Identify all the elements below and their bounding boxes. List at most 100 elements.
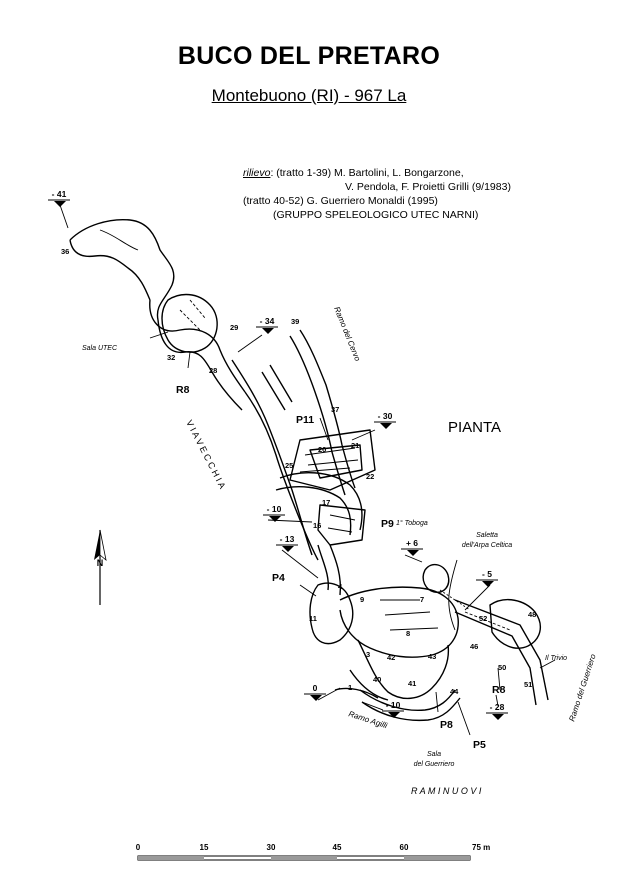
- depth-markers: - 41 - 34 - 30 - 10 - 13 + 6 - 5 0 - 10 - 28: [48, 189, 508, 720]
- leader-arrows: [59, 204, 556, 736]
- benchmark-triangle-icon: [269, 516, 281, 522]
- depth-marker: - 13: [276, 534, 298, 552]
- depth-value: - 10: [267, 504, 282, 514]
- credits-line-1: : (tratto 1-39) M. Bartolini, L. Bongarz…: [270, 167, 464, 179]
- depth-marker: - 10: [382, 700, 404, 718]
- credits-line-2: V. Pendola, F. Proietti Grilli (9/1983): [345, 181, 511, 193]
- station-number: 37: [331, 405, 339, 414]
- pit-label: P9: [381, 518, 394, 530]
- depth-marker: + 6: [401, 538, 423, 556]
- depth-value: - 28: [490, 702, 505, 712]
- place-ramo-cervo: Ramo del Cervo: [332, 305, 362, 362]
- depth-marker: - 10: [263, 504, 285, 522]
- station-number: 46: [470, 642, 478, 651]
- depth-value: + 6: [406, 538, 418, 548]
- station-number: 44: [450, 687, 459, 696]
- scale-tick-label: 30: [267, 843, 276, 852]
- station-number: 11: [309, 614, 317, 623]
- scale-tick-label: 75 m: [472, 843, 490, 852]
- scale-bar: 0 15 30 45 60 75 m: [136, 843, 490, 861]
- place-toboga: 1° Toboga: [396, 519, 428, 527]
- station-number: 16: [313, 521, 321, 530]
- station-number: 42: [387, 653, 395, 662]
- pit-label: P8: [440, 719, 453, 731]
- station-number: 29: [230, 323, 238, 332]
- station-number: 3: [366, 650, 370, 659]
- north-arrow-icon: N: [94, 529, 107, 605]
- plan-label: PIANTA: [448, 419, 501, 436]
- station-number: 8: [406, 629, 410, 638]
- scale-tick-label: 45: [333, 843, 342, 852]
- benchmark-triangle-icon: [380, 423, 392, 429]
- depth-value: - 13: [280, 534, 295, 544]
- station-number: 39: [291, 317, 299, 326]
- cave-detail-lines: [99, 229, 511, 631]
- station-number: 7: [420, 595, 424, 604]
- depth-value: - 10: [386, 700, 401, 710]
- survey-credits: rilievo: (tratto 1-39) M. Bartolini, L. …: [243, 166, 511, 222]
- benchmark-triangle-icon: [388, 712, 400, 718]
- benchmark-triangle-icon: [262, 328, 274, 334]
- station-number: 9: [360, 595, 364, 604]
- depth-value: 0: [313, 683, 318, 693]
- station-number: 21: [351, 441, 359, 450]
- depth-value: - 41: [52, 189, 67, 199]
- station-number: 41: [408, 679, 416, 688]
- place-guerriero: del Guerriero: [414, 761, 455, 768]
- map-subtitle: Montebuono (RI) - 967 La: [211, 86, 407, 105]
- north-label: N: [97, 558, 104, 568]
- credits-group: (GRUPPO SPELEOLOGICO UTEC NARNI): [273, 209, 479, 221]
- station-number: 17: [322, 498, 330, 507]
- place-rami-nuovi: R A M I N U O V I: [411, 786, 482, 796]
- depth-marker: - 28: [486, 702, 508, 720]
- benchmark-triangle-icon: [54, 201, 66, 207]
- place-arpa-celtica: dell'Arpa Celtica: [462, 542, 512, 549]
- station-number: 1: [348, 683, 352, 692]
- benchmark-triangle-icon: [492, 714, 504, 720]
- pit-label: P5: [473, 739, 486, 751]
- station-number: 20: [318, 445, 326, 454]
- scale-tick-label: 0: [136, 843, 141, 852]
- depth-marker: - 34: [256, 316, 278, 334]
- scale-tick-label: 15: [200, 843, 209, 852]
- ring-label: R8: [492, 684, 506, 696]
- station-number: 25: [285, 461, 293, 470]
- credits-line-3: (tratto 40-52) G. Guerriero Monaldi (199…: [243, 195, 438, 207]
- station-number: 4: [338, 582, 343, 591]
- station-number: 43: [428, 652, 436, 661]
- depth-marker: - 30: [374, 411, 396, 429]
- benchmark-triangle-icon: [407, 550, 419, 556]
- benchmark-triangle-icon: [310, 695, 322, 701]
- pit-label: P4: [272, 572, 285, 584]
- cave-passage-outline: [69, 218, 549, 722]
- benchmark-triangle-icon: [282, 546, 294, 552]
- map-title: BUCO DEL PRETARO: [177, 42, 441, 70]
- station-number: 28: [209, 366, 217, 375]
- station-number: 32: [167, 353, 175, 362]
- credits-label: rilievo: [243, 167, 271, 179]
- pit-label: P11: [296, 414, 314, 426]
- place-sala: Sala: [427, 751, 441, 758]
- place-ramo-guerriero: Ramo del Guerriero: [567, 653, 597, 723]
- station-number: 50: [498, 663, 506, 672]
- station-number: 36: [61, 247, 69, 256]
- scale-tick-label: 60: [400, 843, 409, 852]
- station-number: 22: [366, 472, 374, 481]
- benchmark-triangle-icon: [482, 581, 494, 587]
- depth-value: - 5: [482, 569, 492, 579]
- depth-marker: - 41: [48, 189, 70, 207]
- depth-marker: - 5: [476, 569, 498, 587]
- depth-marker: 0: [304, 683, 326, 701]
- depth-value: - 30: [378, 411, 393, 421]
- place-saletta: Saletta: [476, 532, 498, 539]
- station-number: 48: [528, 610, 536, 619]
- place-sala-utec: Sala UTEC: [82, 345, 118, 352]
- depth-value: - 34: [260, 316, 275, 326]
- ring-label: R8: [176, 384, 190, 396]
- station-number: 40: [373, 675, 381, 684]
- station-number: 52: [479, 614, 487, 623]
- station-number: 51: [524, 680, 532, 689]
- place-via-vecchia: V I A V E C C H I A: [184, 418, 227, 490]
